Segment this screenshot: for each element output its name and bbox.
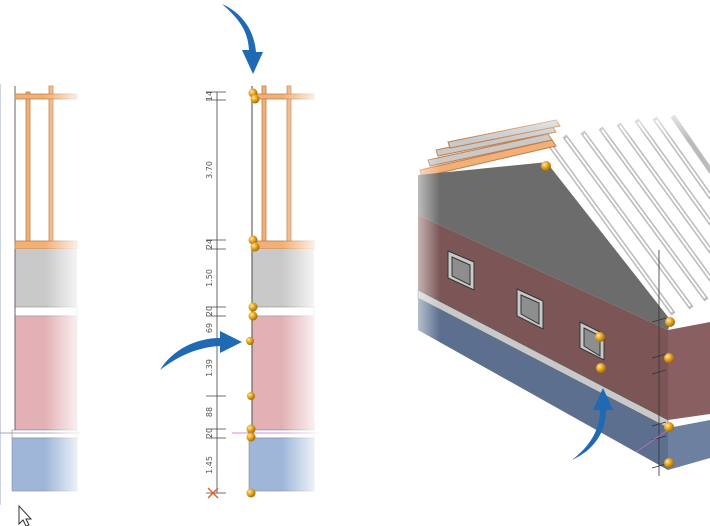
grip-handle bbox=[250, 242, 260, 252]
grip-handle bbox=[248, 311, 258, 321]
grip-handle bbox=[246, 432, 256, 442]
left-section-view bbox=[0, 84, 85, 505]
arrow-right-icon bbox=[160, 331, 242, 370]
dimension-label: 20 bbox=[205, 428, 214, 438]
grip-handle bbox=[246, 424, 256, 434]
grip-handle bbox=[596, 363, 606, 373]
perspective-3d-view bbox=[400, 100, 710, 476]
grip-handle bbox=[246, 337, 254, 345]
grip-handle bbox=[248, 235, 258, 245]
dimension-label: 24 bbox=[205, 239, 214, 249]
grip-handle bbox=[664, 422, 674, 432]
dimension-label: 1.45 bbox=[205, 456, 214, 474]
grip-handle bbox=[664, 353, 674, 363]
grip-handles[interactable] bbox=[246, 88, 260, 498]
grip-handle bbox=[247, 392, 255, 400]
dimension-label: 14 bbox=[205, 91, 214, 101]
arrow-up-icon bbox=[572, 388, 613, 460]
grip-handle bbox=[250, 94, 260, 104]
dimension-label: 1.39 bbox=[205, 359, 214, 377]
grip-handle bbox=[664, 458, 674, 468]
window bbox=[447, 250, 605, 361]
grip-handle bbox=[246, 488, 256, 498]
grip-handle bbox=[541, 161, 551, 171]
middle-section-view bbox=[232, 84, 322, 504]
origin-cross-icon bbox=[207, 487, 219, 499]
arrow-down-icon bbox=[222, 4, 263, 74]
dimension-label: 88 bbox=[205, 407, 214, 417]
dimension-label: 1.50 bbox=[205, 269, 214, 287]
dimension-label: 69 bbox=[205, 323, 214, 333]
grip-handle bbox=[595, 332, 605, 342]
grip-handle bbox=[665, 317, 675, 327]
mouse-pointer-icon bbox=[18, 504, 33, 526]
grip-handle bbox=[248, 302, 258, 312]
dimension-label: 20 bbox=[205, 306, 214, 316]
dimension-label: 3.70 bbox=[205, 161, 214, 179]
dimension-chain: 14 3.70 24 1.50 20 69 1.39 88 20 1.45 bbox=[205, 91, 226, 494]
